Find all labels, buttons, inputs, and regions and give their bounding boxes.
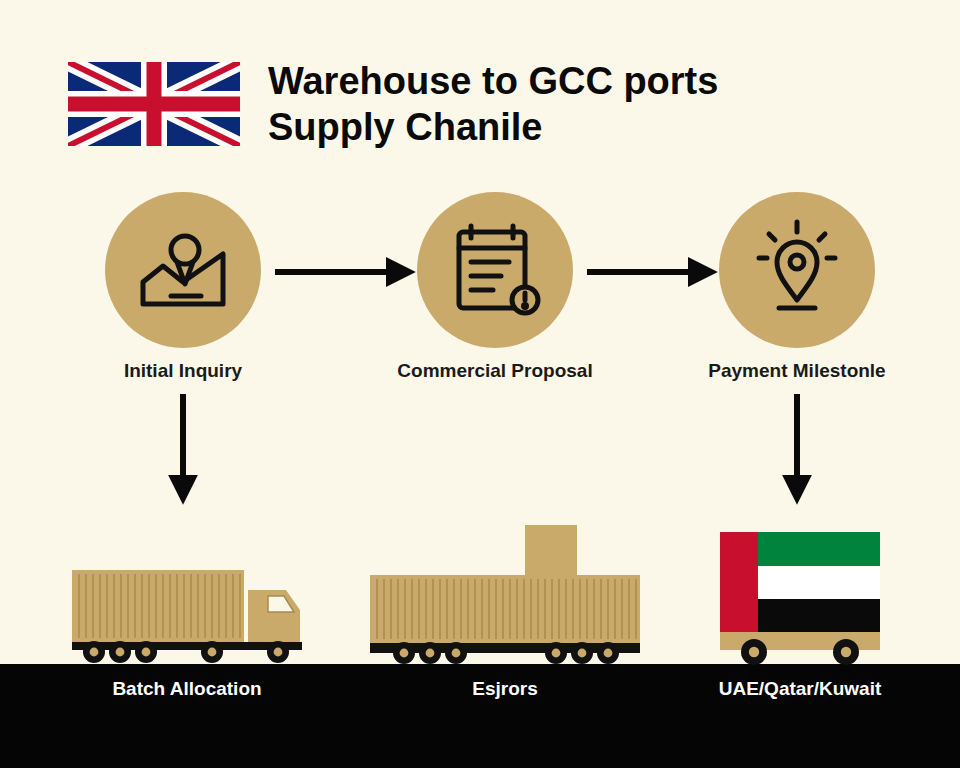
- flow-arrow: [587, 269, 701, 275]
- trailer-illustration: [370, 525, 640, 665]
- step-circle: Initial Inquiry: [105, 192, 261, 348]
- vehicle-node: Batch Allocation: [72, 570, 302, 665]
- destination-label: UAE/Qatar/Kuwait: [719, 678, 882, 700]
- flow-arrow: [180, 394, 186, 488]
- step-icon: [417, 192, 573, 348]
- step-circle: Payment Milestonle: [719, 192, 875, 348]
- cart-illustration: [720, 532, 880, 665]
- step-circle: Commercial Proposal: [417, 192, 573, 348]
- truck-illustration: [72, 570, 302, 665]
- flow-arrow: [275, 269, 399, 275]
- vehicle-node: Esjrors: [370, 525, 640, 665]
- step-icon: [719, 192, 875, 348]
- step-icon: [105, 192, 261, 348]
- flow-arrow: [794, 394, 800, 488]
- destination-label: Batch Allocation: [112, 678, 261, 700]
- vehicle-node: UAE/Qatar/Kuwait: [720, 532, 880, 665]
- step-label: Payment Milestonle: [708, 360, 885, 382]
- step-label: Commercial Proposal: [397, 360, 592, 382]
- uk-flag: [68, 62, 240, 146]
- destination-label: Esjrors: [472, 678, 537, 700]
- step-label: Initial Inquiry: [124, 360, 242, 382]
- diagram-title: Warehouse to GCC ports Supply Chanile: [268, 58, 828, 150]
